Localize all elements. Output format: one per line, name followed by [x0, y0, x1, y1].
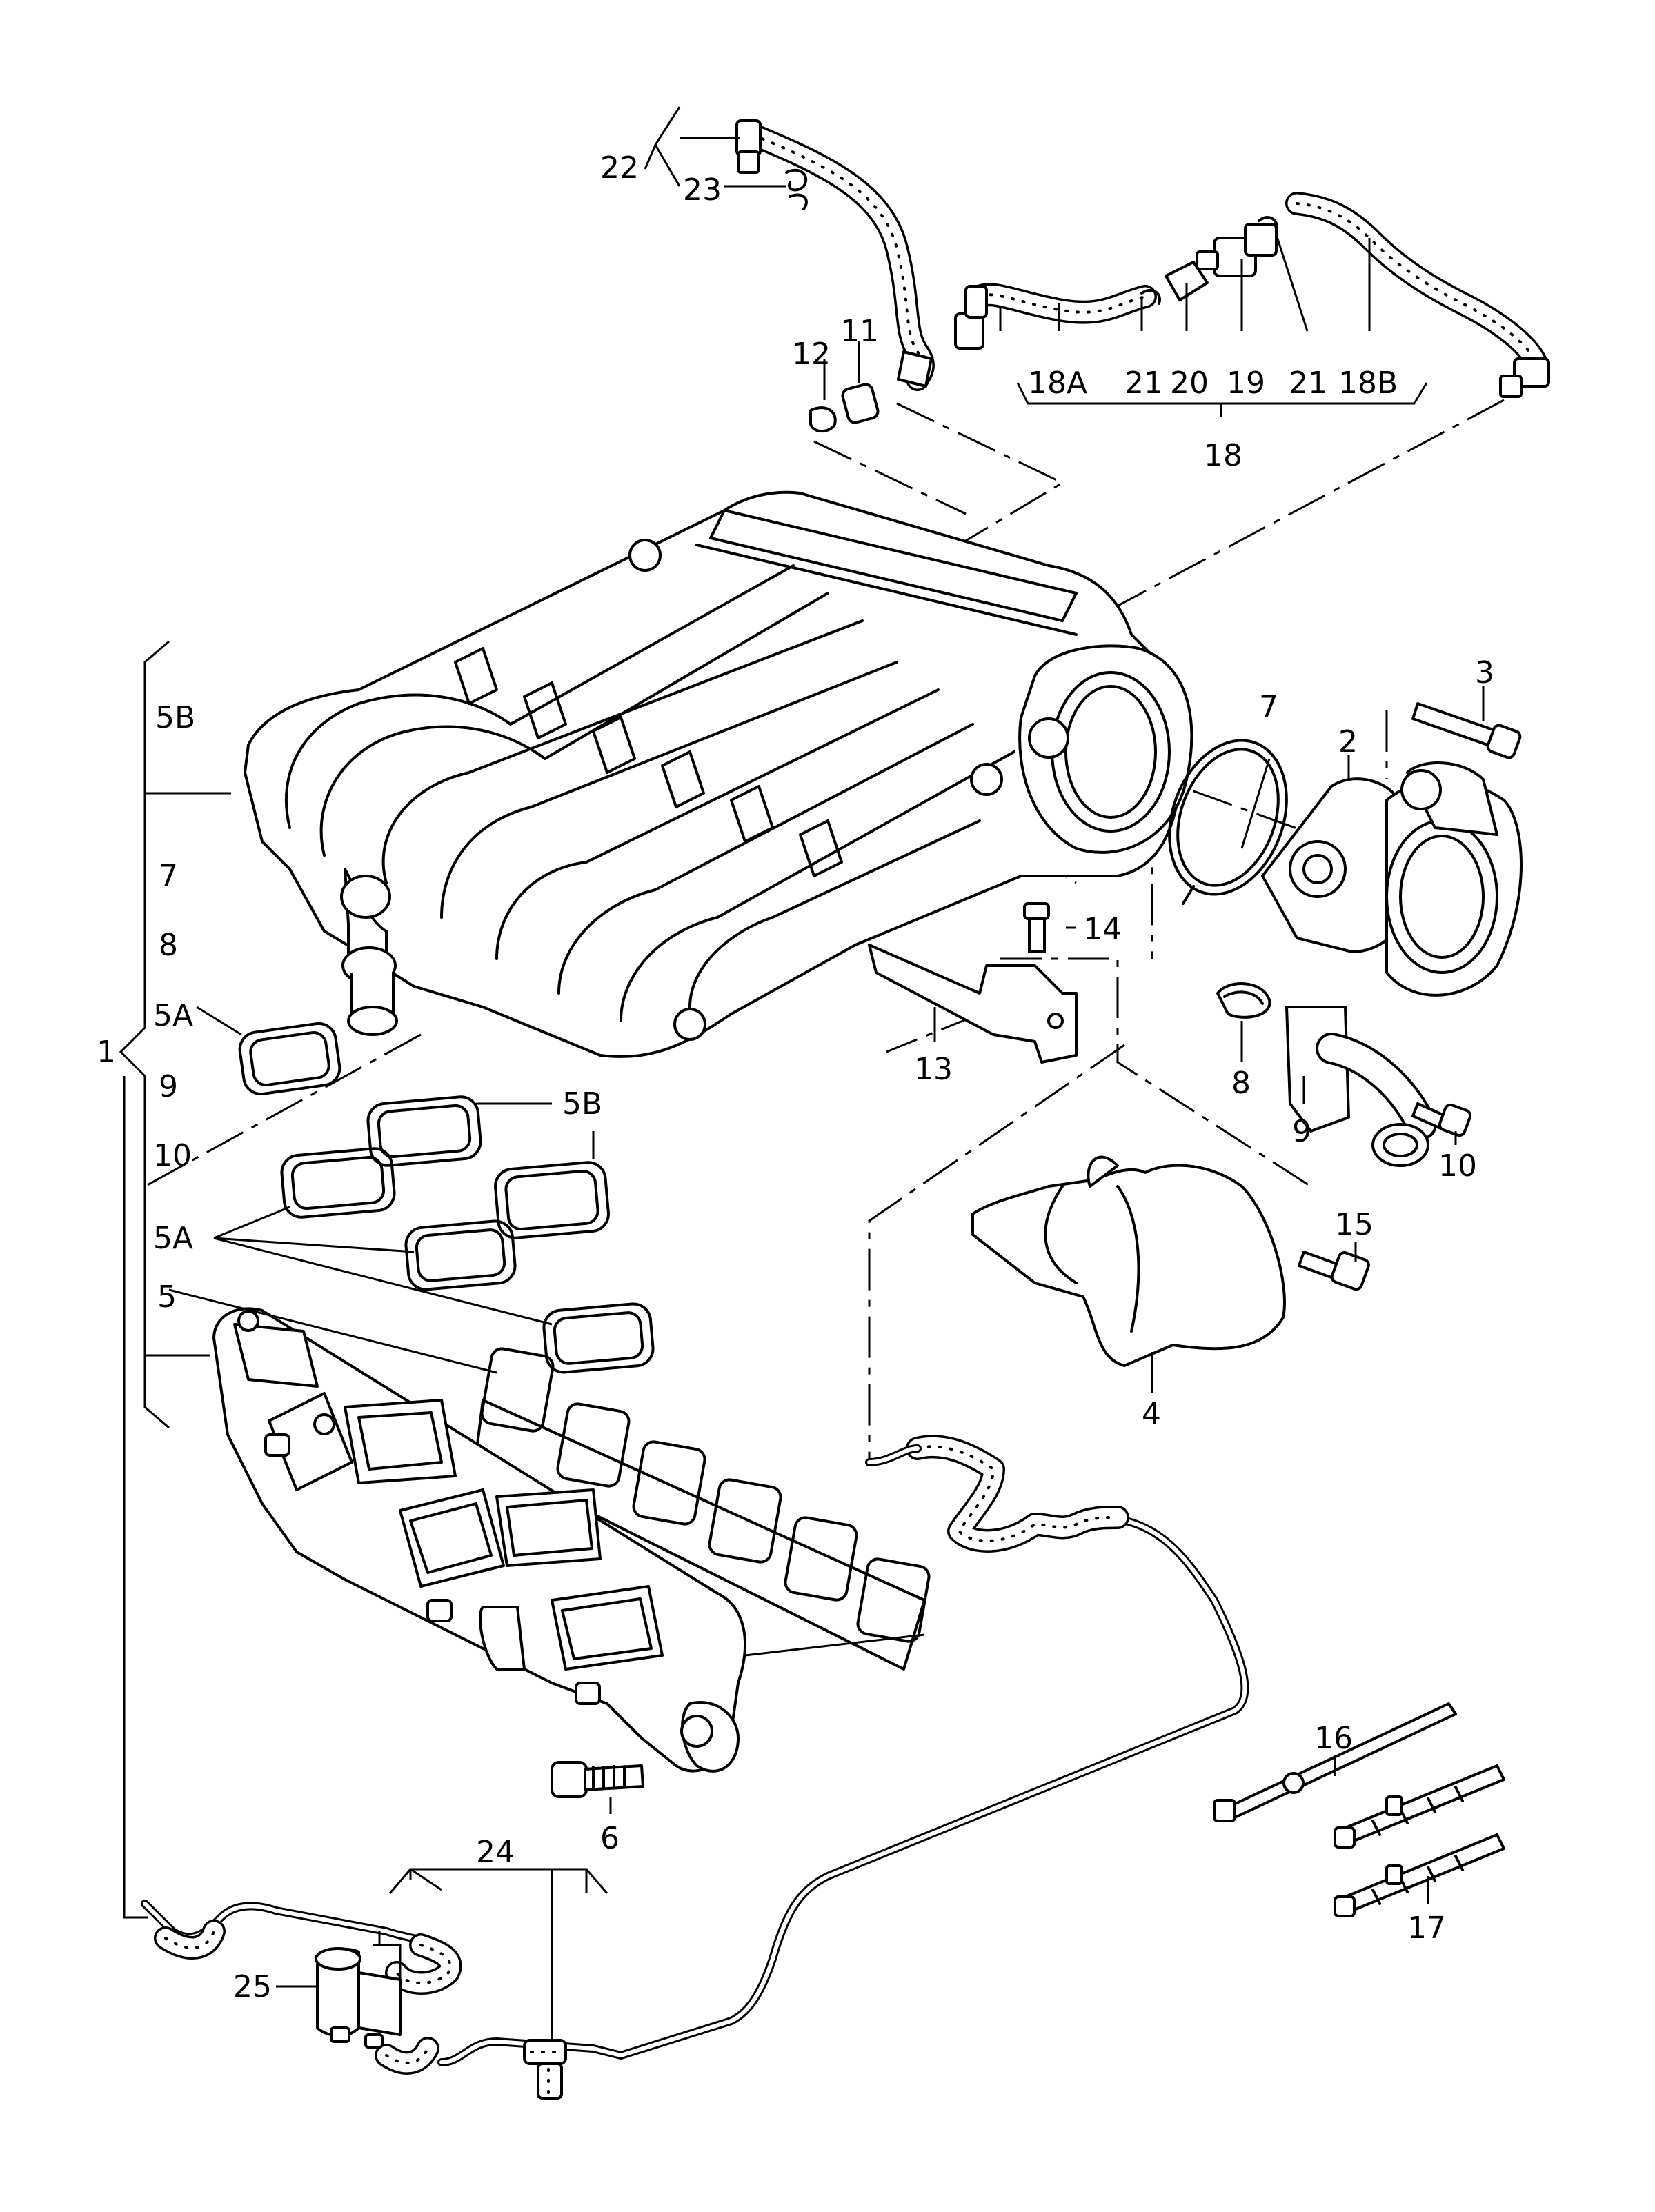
callout-21a: 21: [1124, 366, 1163, 401]
valve-19: [1196, 223, 1278, 277]
callout-21b: 21: [1289, 366, 1327, 401]
bolt-6: [551, 1761, 644, 1798]
leaders-top: [644, 106, 1371, 400]
callout-20: 20: [1170, 366, 1209, 401]
breather-hose-22: [735, 119, 935, 391]
upper-intake-manifold: [244, 490, 1193, 1058]
callout-5: 5: [157, 1279, 177, 1315]
callout-14: 14: [1083, 912, 1122, 947]
cable-tie-16: [1213, 1702, 1457, 1822]
callout-list-5B: 5B: [155, 700, 195, 735]
callout-2: 2: [1338, 724, 1358, 759]
callout-15: 15: [1335, 1207, 1374, 1242]
callout-18B: 18B: [1338, 366, 1398, 401]
callout-list-5A: 5A: [153, 998, 193, 1033]
connector-11: [841, 383, 880, 424]
lower-gasket-5: [475, 1347, 931, 1671]
callout-5A: 5A: [153, 1221, 193, 1256]
clip-12: [809, 406, 837, 433]
callout-18A: 18A: [1028, 366, 1087, 401]
vacuum-hose-mid: [865, 1435, 1129, 1553]
callout-6: 6: [600, 1821, 620, 1856]
callout-16: 16: [1314, 1721, 1353, 1756]
callout-list-8: 8: [159, 928, 178, 963]
callout-list-7: 7: [159, 859, 178, 894]
callout-labels: 22 23 12 11 18A 21 20 19 21 18B 18 5B 7 …: [97, 150, 1494, 2004]
callout-3: 3: [1475, 655, 1494, 690]
callout-23: 23: [683, 172, 722, 208]
callout-10: 10: [1438, 1148, 1477, 1184]
callout-22: 22: [600, 150, 639, 186]
throttle-body-2: [1261, 761, 1523, 997]
left-bracket-list: [119, 640, 242, 1919]
vacuum-line-24: [141, 1900, 567, 2100]
vacuum-pipe-long: [437, 1513, 1249, 2066]
cable-tie-17: [1334, 1764, 1505, 1917]
callout-5B: 5B: [562, 1086, 602, 1122]
callout-11: 11: [840, 314, 879, 349]
gaskets-5A-5B: [238, 1022, 655, 1374]
clamp-8: [1216, 982, 1271, 1019]
callout-1: 1: [97, 1035, 116, 1070]
clip-23: [785, 168, 808, 210]
clip-21a: [1140, 289, 1161, 305]
callout-list-9: 9: [159, 1069, 178, 1104]
lower-intake-manifold: [212, 1307, 746, 1773]
bolt-10: [1411, 1102, 1472, 1137]
gasket-7: [1168, 739, 1288, 905]
callout-19: 19: [1227, 366, 1265, 401]
alignment-lines: [144, 307, 1505, 1462]
callout-7: 7: [1259, 690, 1278, 725]
callout-4: 4: [1142, 1397, 1161, 1432]
callout-24: 24: [476, 1835, 515, 1870]
heat-shield-4: [971, 1155, 1286, 1367]
callout-25: 25: [233, 1969, 272, 2004]
callout-9: 9: [1292, 1114, 1311, 1149]
solenoid-valve-25: [315, 1947, 402, 2049]
callout-12: 12: [792, 337, 831, 372]
bolt-15: [1298, 1251, 1370, 1291]
callout-17: 17: [1407, 1911, 1446, 1946]
connector-20: [1165, 261, 1209, 301]
breather-hose-18: [954, 192, 1550, 398]
callout-13: 13: [914, 1052, 953, 1087]
connector-9: [1285, 1006, 1437, 1167]
clip-21b: [1258, 216, 1278, 232]
leaders: [168, 686, 1485, 2042]
callout-list-10: 10: [153, 1138, 192, 1173]
callout-8: 8: [1231, 1066, 1251, 1101]
callout-18: 18: [1204, 438, 1242, 473]
bolt-3: [1411, 702, 1522, 759]
bolt-14: [1023, 902, 1050, 953]
bracket-13: [868, 944, 1078, 1064]
